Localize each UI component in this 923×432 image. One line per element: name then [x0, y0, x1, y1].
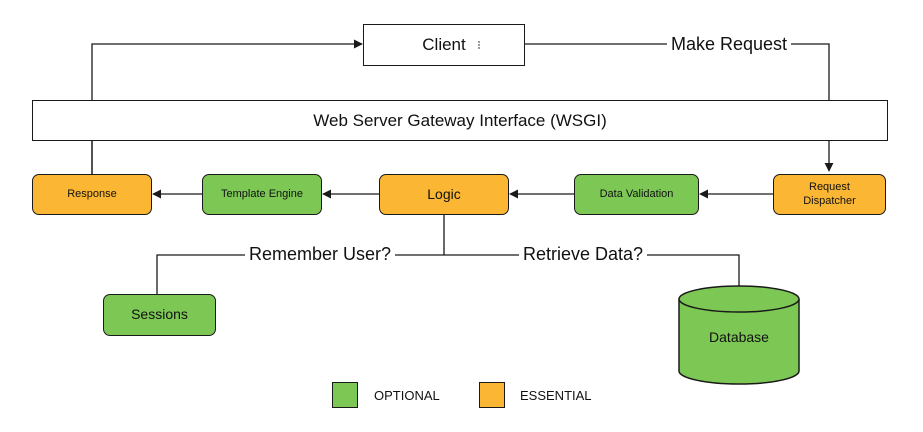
client-resize-handle: [478, 47, 480, 49]
client-box: Client: [363, 24, 525, 66]
request-dispatcher-label: Request Dispatcher: [803, 180, 856, 207]
sessions-label: Sessions: [131, 306, 188, 323]
data-validation-box: Data Validation: [574, 174, 699, 215]
legend-optional-label: OPTIONAL: [374, 388, 440, 403]
wsgi-box: Web Server Gateway Interface (WSGI): [32, 100, 888, 141]
wsgi-to-client-edge: [91, 39, 363, 101]
retrieve-data-label: Retrieve Data?: [519, 245, 648, 263]
database-label: Database: [709, 329, 769, 345]
legend-optional-swatch: [332, 382, 358, 408]
database-cylinder: Database: [678, 285, 800, 385]
client-label: Client: [422, 35, 466, 55]
response-box: Response: [32, 174, 152, 215]
legend-essential-swatch: [479, 382, 505, 408]
logic-label: Logic: [427, 185, 461, 202]
response-label: Response: [67, 187, 117, 200]
wsgi-label: Web Server Gateway Interface (WSGI): [313, 110, 607, 130]
client-resize-handle: [478, 41, 480, 43]
request-dispatcher-box: Request Dispatcher: [773, 174, 886, 215]
data-validation-label: Data Validation: [599, 187, 674, 200]
make-request-label: Make Request: [667, 35, 792, 53]
template-engine-label: Template Engine: [221, 187, 303, 200]
remember-user-label: Remember User?: [245, 245, 396, 263]
template-engine-box: Template Engine: [202, 174, 322, 215]
database-shape: [678, 285, 800, 385]
client-to-wsgi-edge: [525, 43, 830, 101]
sessions-box: Sessions: [103, 294, 216, 336]
client-resize-handle: [478, 44, 480, 46]
logic-box: Logic: [379, 174, 509, 215]
legend-essential-label: ESSENTIAL: [520, 388, 592, 403]
